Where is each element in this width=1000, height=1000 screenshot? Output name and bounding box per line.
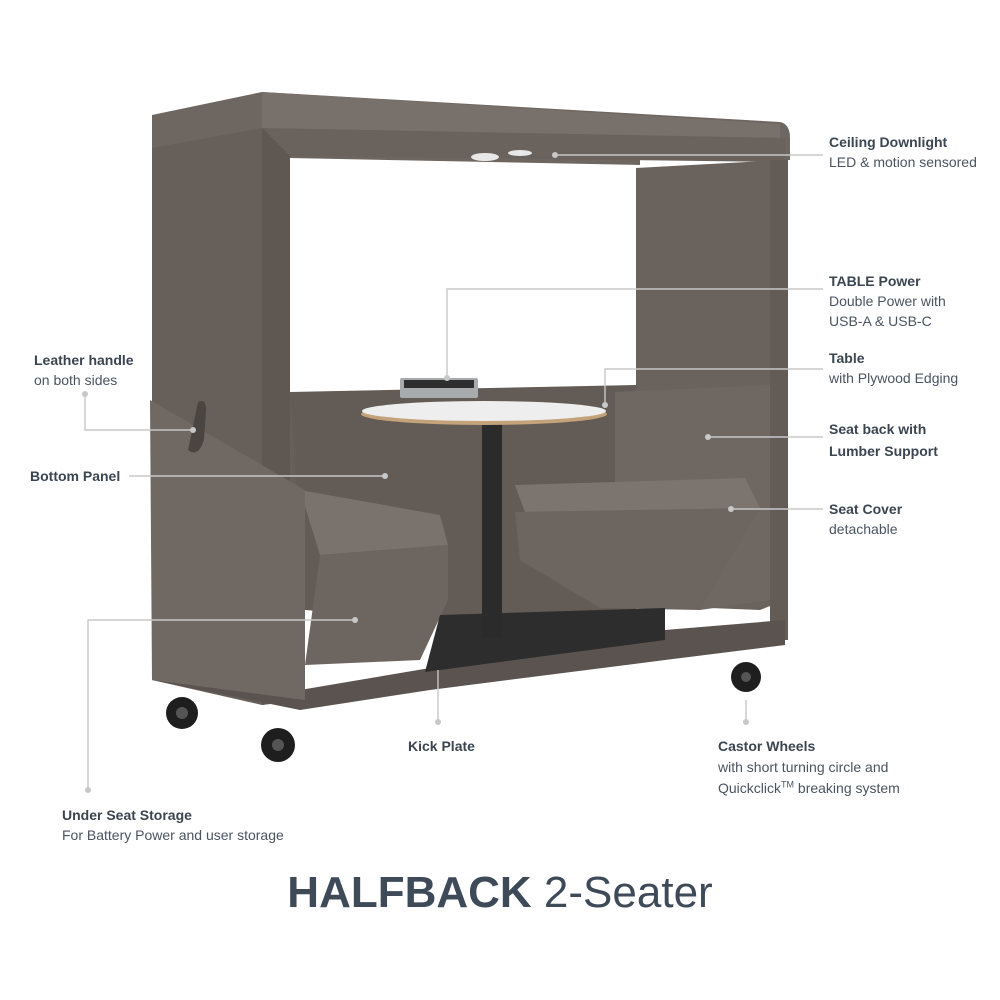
- table: [361, 378, 607, 637]
- callout-table: Table with Plywood Edging: [829, 348, 958, 388]
- callout-text-tail: breaking system: [794, 780, 900, 796]
- product-title: HALFBACK 2-Seater: [0, 868, 1000, 918]
- callout-title: Ceiling Downlight: [829, 134, 948, 150]
- callout-text: with Plywood Edging: [829, 370, 959, 386]
- callout-text: QuickclickTM breaking system: [718, 778, 900, 799]
- callout-seat-back: Seat back with Lumber Support: [829, 418, 938, 462]
- trademark-word: Quickclick: [718, 780, 782, 796]
- callout-title: Bottom Panel: [30, 468, 121, 484]
- left-seat: [150, 400, 448, 700]
- callout-under-seat-storage: Under Seat Storage For Battery Power and…: [62, 805, 284, 845]
- castor-wheels: [166, 662, 761, 762]
- product-name: HALFBACK: [287, 868, 532, 917]
- callout-title: Castor Wheels: [718, 738, 816, 754]
- downlight: [508, 150, 532, 156]
- callout-castor-wheels: Castor Wheels with short turning circle …: [718, 736, 900, 799]
- downlight: [471, 153, 499, 161]
- callout-ceiling-downlight: Ceiling Downlight LED & motion sensored: [829, 132, 977, 172]
- callout-text: Double Power with: [829, 293, 946, 309]
- callout-title: Under Seat Storage: [62, 807, 192, 823]
- callout-title: Leather handle: [34, 352, 134, 368]
- right-seat: [515, 385, 770, 610]
- callout-text: with short turning circle and: [718, 759, 889, 775]
- product-variant: 2-Seater: [531, 868, 713, 917]
- callout-title: Table: [829, 350, 865, 366]
- callout-title: Seat Cover: [829, 501, 903, 517]
- callout-text: on both sides: [34, 372, 118, 388]
- trademark-mark: TM: [781, 779, 795, 790]
- callout-title: Seat back with: [829, 421, 927, 437]
- callout-leather-handle: Leather handle on both sides: [34, 350, 134, 390]
- callout-kick-plate: Kick Plate: [408, 736, 475, 756]
- callout-bottom-panel: Bottom Panel: [30, 466, 120, 486]
- callout-text: For Battery Power and user storage: [62, 827, 284, 843]
- callout-title: Lumber Support: [829, 443, 938, 459]
- callout-text: LED & motion sensored: [829, 154, 977, 170]
- callout-table-power: TABLE Power Double Power with USB-A & US…: [829, 271, 946, 331]
- callout-text: detachable: [829, 521, 898, 537]
- callout-text: USB-A & USB-C: [829, 313, 932, 329]
- callout-seat-cover: Seat Cover detachable: [829, 499, 902, 539]
- callout-title: Kick Plate: [408, 738, 475, 754]
- callout-title: TABLE Power: [829, 273, 921, 289]
- leader-lines: [82, 152, 823, 793]
- leather-handle: [188, 401, 206, 453]
